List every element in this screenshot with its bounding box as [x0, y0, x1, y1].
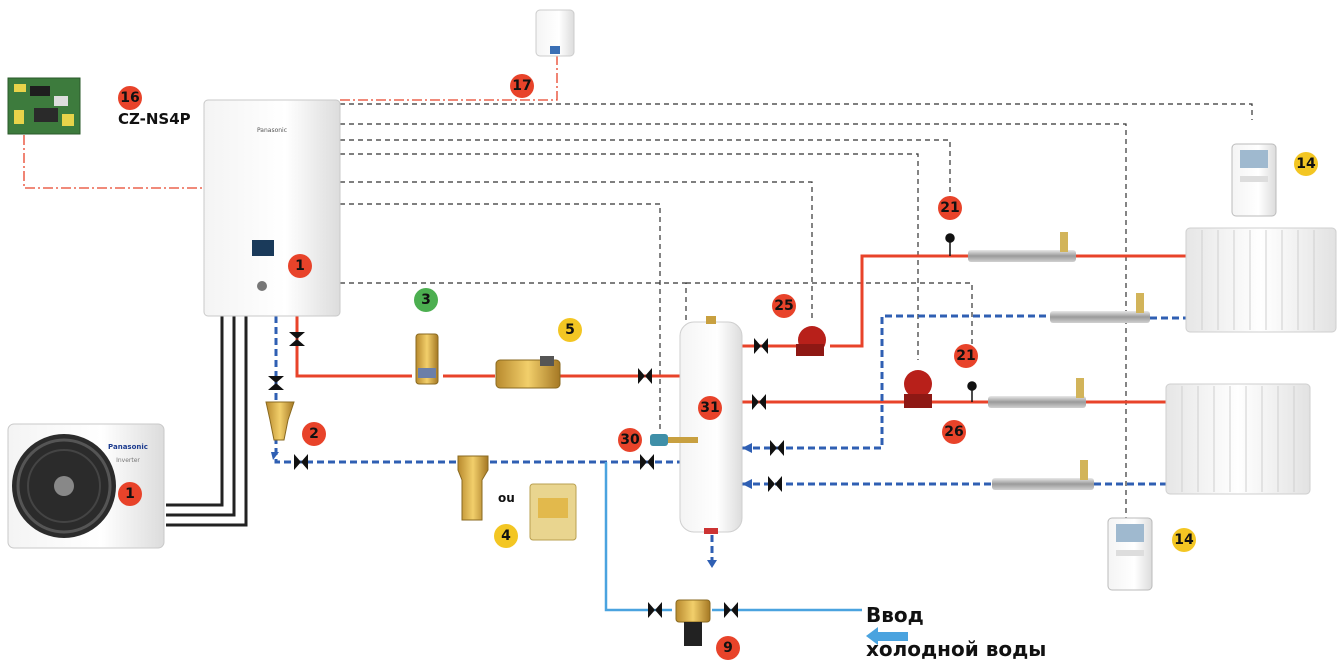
outdoor-brand-text: Panasonic [108, 443, 148, 451]
valve-icon [648, 602, 662, 618]
badge-sensor-bottom: 21 [954, 344, 978, 368]
svg-text:9: 9 [723, 640, 733, 656]
flow-switch-device [415, 333, 439, 385]
badge-room-sensor: 17 [510, 74, 534, 98]
svg-text:3: 3 [421, 292, 431, 308]
svg-text:5: 5 [565, 322, 575, 338]
badge-pump-bottom: 26 [942, 420, 966, 444]
water-inlet-label-line2: холодной воды [866, 637, 1046, 661]
svg-text:26: 26 [944, 424, 963, 440]
svg-text:30: 30 [620, 432, 640, 448]
svg-text:17: 17 [512, 78, 531, 94]
manifold-icon [968, 232, 1076, 262]
controller-model-label: CZ-NS4P [118, 110, 191, 128]
temperature-sensor-dots [945, 233, 977, 402]
radiator-bottom [1165, 383, 1311, 495]
valve-icon [268, 376, 284, 390]
circulation-pump-26 [904, 370, 932, 408]
valve-icon [724, 602, 738, 618]
badge-flow-switch: 3 [414, 288, 438, 312]
filter-cartridge-device [529, 483, 577, 541]
valves [268, 332, 784, 618]
valve-icon [768, 476, 782, 492]
room-thermostat-top [1231, 143, 1277, 217]
water-inlet-label-line1: Ввод [866, 603, 924, 627]
svg-text:14: 14 [1174, 532, 1194, 548]
svg-text:2: 2 [309, 426, 319, 442]
magnetic-filter-device [457, 455, 489, 521]
svg-text:1: 1 [295, 258, 305, 274]
svg-text:31: 31 [700, 400, 719, 416]
controller-board [7, 77, 81, 135]
radiator-top [1185, 227, 1337, 333]
valve-icon [752, 394, 766, 410]
badge-tank-sensor: 30 [618, 428, 642, 452]
buffer-tank-vessel [679, 316, 743, 534]
valve-icon [294, 454, 308, 470]
badge-expansion: 5 [558, 318, 582, 342]
badge-indoor-unit: 1 [288, 254, 312, 278]
badge-thermostat-bottom: 14 [1172, 528, 1196, 552]
comm-wiring [23, 56, 558, 189]
badge-thermostat-top: 14 [1294, 152, 1318, 176]
power-knob [257, 281, 267, 291]
tank-sensor-device [650, 434, 698, 446]
badge-mixing-valve: 9 [716, 636, 740, 660]
badge-pump-top: 25 [772, 294, 796, 318]
valve-icon [770, 440, 784, 456]
circulation-pump-25 [796, 326, 826, 356]
cold-water-inlet-arrow [866, 627, 908, 645]
manifold-icon [992, 460, 1094, 490]
valve-icon [638, 368, 652, 384]
strainer-device [265, 401, 295, 441]
signal-wiring [340, 103, 1253, 520]
mixing-valve-device [675, 599, 711, 646]
svg-text:16: 16 [120, 90, 139, 106]
valve-icon [640, 454, 654, 470]
svg-text:Panasonic: Panasonic [257, 127, 287, 134]
valve-icon [754, 338, 768, 354]
expansion-device [495, 356, 561, 389]
svg-text:1: 1 [125, 486, 135, 502]
badge-sensor-top: 21 [938, 196, 962, 220]
return-arrows [271, 443, 752, 568]
badge-strainer: 2 [302, 422, 326, 446]
control-panel-screen [252, 240, 274, 256]
outdoor-unit: Panasonic Inverter [7, 423, 165, 549]
room-thermostat-bottom [1107, 517, 1153, 591]
valve-icon [289, 332, 305, 346]
svg-text:21: 21 [956, 348, 975, 364]
manifolds [968, 232, 1150, 490]
room-sensor-device [535, 9, 575, 57]
indoor-unit: Panasonic [203, 99, 341, 317]
svg-text:4: 4 [501, 528, 511, 544]
manifold-icon [1050, 293, 1150, 323]
badge-filter: 4 [494, 524, 518, 548]
manifold-icon [988, 378, 1086, 408]
svg-text:25: 25 [774, 298, 793, 314]
svg-text:14: 14 [1296, 156, 1316, 172]
outdoor-inverter-text: Inverter [116, 457, 140, 464]
badge-outdoor-unit: 1 [118, 482, 142, 506]
badge-buffer-tank: 31 [698, 396, 722, 420]
power-cables [166, 316, 248, 527]
badge-controller-board: 16 [118, 86, 142, 110]
or-label: ou [498, 491, 515, 505]
svg-text:21: 21 [940, 200, 959, 216]
